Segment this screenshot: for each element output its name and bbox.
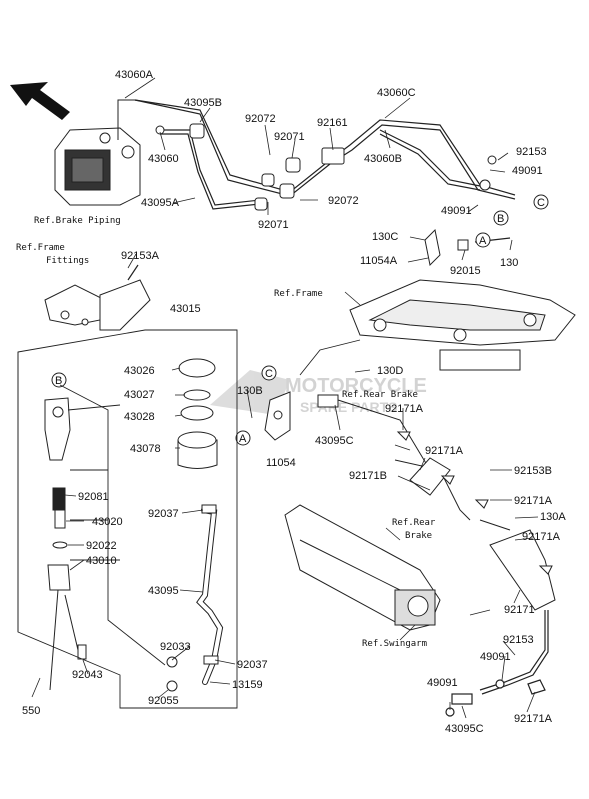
part-number: 43060C [377,87,416,99]
ref-rear-brake-2-line1: Ref.Rear [392,518,436,528]
part-number: 92171A [425,445,464,457]
part-number: 92015 [450,265,481,277]
part-number: 92171A [522,531,561,543]
brake-pipes [134,99,516,210]
part-number: 92153B [514,465,552,477]
part-number: 43060B [364,153,402,165]
part-number: 49091 [441,205,472,217]
circle-letters: A B C A B C [55,197,545,445]
part-number: 43020 [92,516,123,528]
part-number: 92171 [504,604,535,616]
clips [396,431,553,575]
part-number: 550 [22,705,40,717]
part-number: 11054A [360,255,398,267]
part-number: 92037 [237,659,268,671]
part-number: 92171A [514,713,553,725]
part-number: 49091 [512,165,543,177]
part-number: 130A [540,511,566,523]
front-direction-arrow-icon [10,82,70,120]
part-number: 43095C [445,723,484,735]
part-number: 92071 [258,219,289,231]
reference-marks-top [493,194,549,226]
part-number: 92022 [86,540,117,552]
part-number: 13159 [232,679,263,691]
part-number: 92071 [274,131,305,143]
part-numbers: 43060A 43095B 92072 92071 92161 43060C 4… [22,69,566,735]
part-number: 43028 [124,411,155,423]
part-number: 130B [237,385,263,397]
part-number: 43060 [148,153,179,165]
reference-mark-b-master [51,372,67,388]
part-number: 92043 [72,669,103,681]
reservoir [166,358,224,692]
part-number: 43027 [124,389,155,401]
watermark-line-2: SPARE PARTS [300,399,398,415]
part-number: 92072 [328,195,359,207]
master-cylinder [44,397,87,691]
part-number: 49091 [427,677,458,689]
part-number: 92153A [121,250,160,262]
reference-mark-c-brake [261,365,277,381]
part-number: 92171A [514,495,553,507]
part-number: 43095A [141,197,180,209]
ref-brake-piping: Ref.Brake Piping [34,216,121,226]
reference-labels: Ref.Brake Piping Ref.Frame Fittings Ref.… [16,216,436,649]
frame-fittings-bracket [44,264,151,331]
part-number: 130C [372,231,398,243]
part-number: 43026 [124,365,155,377]
part-number: 92171B [349,470,387,482]
part-number: 92037 [148,508,179,520]
circle-letter-c-2: C [265,368,273,380]
reference-mark-a-reservoir [235,430,251,446]
grouping-lines [17,329,491,709]
swingarm [284,504,441,631]
circle-letter-c-1: C [537,197,545,209]
ref-frame-fittings-line2: Fittings [46,256,89,266]
ref-frame-fittings-line1: Ref.Frame [16,243,65,253]
leader-lines [31,77,539,719]
part-number: 92161 [317,117,348,129]
watermark-line-1: MOTORCYCLE [285,375,427,397]
circle-letter-b-1: B [497,213,504,225]
part-number: 11054 [266,457,296,469]
part-number: 92171A [385,403,424,415]
part-number: 92033 [160,641,191,653]
frame [349,279,576,371]
part-number: 130 [500,257,518,269]
ref-rear-brake-2-line2: Brake [405,531,432,541]
part-number: 92153 [516,146,547,158]
part-number: 43095 [148,585,179,597]
fitting-130c [424,228,511,267]
part-number: 92072 [245,113,276,125]
circle-letter-a-2: A [239,433,247,445]
reference-mark-a-frame [475,232,491,248]
part-number: 43095C [315,435,354,447]
pipe-fittings [155,123,497,211]
ref-rear-brake: Ref.Rear Brake [342,390,418,400]
part-number: 92153 [503,634,534,646]
part-number: 92055 [148,695,179,707]
part-number: 43095B [184,97,222,109]
part-number: 130D [377,365,403,377]
part-number: 43078 [130,443,161,455]
part-number: 43010 [86,555,117,567]
part-number: 92081 [78,491,109,503]
lower-brake-line [445,610,549,717]
ref-swingarm: Ref.Swingarm [362,639,427,649]
part-number: 43015 [170,303,201,315]
ref-frame: Ref.Frame [274,289,323,299]
hydraulic-unit [54,99,141,206]
part-number: 43060A [115,69,154,81]
part-number: 49091 [480,651,511,663]
circle-letter-a-1: A [479,235,487,247]
circle-letter-b-2: B [55,375,62,387]
